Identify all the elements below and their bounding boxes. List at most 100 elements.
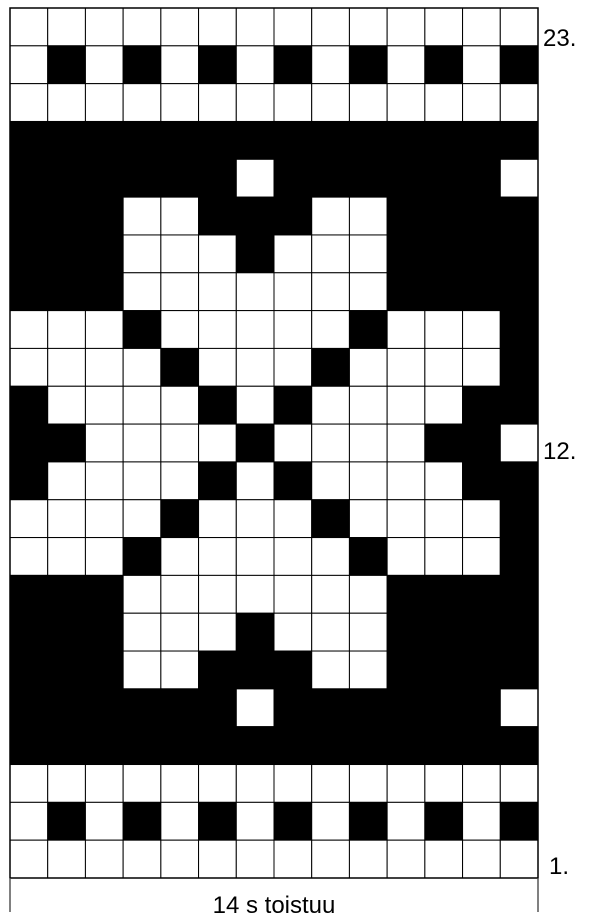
chart-cell-10-10-empty [349,500,387,538]
chart-cell-6-14-filled [500,651,538,689]
chart-cell-1-4-empty [123,840,161,878]
chart-cell-11-11-empty [387,462,425,500]
chart-cell-14-7-empty [236,348,274,386]
chart-cell-18-12-filled [425,197,463,235]
chart-cell-19-3-filled [85,159,123,197]
chart-cell-19-11-filled [387,159,425,197]
chart-cell-4-14-filled [500,727,538,765]
chart-cell-20-14-filled [500,121,538,159]
chart-cell-4-13-filled [463,727,501,765]
chart-cell-8-12-filled [425,575,463,613]
repeat-label: 14 s toistuu [213,892,336,918]
chart-cell-23-12-empty [425,8,463,46]
chart-cell-14-8-empty [274,348,312,386]
chart-cell-23-10-empty [349,8,387,46]
chart-cell-17-11-filled [387,235,425,273]
chart-cell-23-11-empty [387,8,425,46]
chart-cell-5-6-filled [199,689,237,727]
chart-cell-18-9-empty [312,197,350,235]
chart-cell-10-7-empty [236,500,274,538]
chart-cell-4-3-filled [85,727,123,765]
chart-cell-3-5-empty [161,765,199,803]
chart-cell-1-11-empty [387,840,425,878]
chart-cell-19-6-filled [199,159,237,197]
chart-cell-17-6-empty [199,235,237,273]
chart-cell-12-7-filled [236,424,274,462]
chart-cell-7-5-empty [161,613,199,651]
chart-cell-18-2-filled [48,197,86,235]
chart-cell-23-14-empty [500,8,538,46]
chart-cell-17-12-filled [425,235,463,273]
chart-cell-11-1-filled [10,462,48,500]
chart-cell-18-10-empty [349,197,387,235]
chart-cell-21-2-empty [48,84,86,122]
chart-cell-16-1-filled [10,273,48,311]
chart-cell-17-14-filled [500,235,538,273]
chart-cell-22-3-empty [85,46,123,84]
chart-cell-3-3-empty [85,765,123,803]
chart-cell-20-3-filled [85,121,123,159]
chart-cell-1-12-empty [425,840,463,878]
chart-cell-16-8-empty [274,273,312,311]
chart-cell-16-2-filled [48,273,86,311]
chart-cell-11-12-empty [425,462,463,500]
chart-cell-23-9-empty [312,8,350,46]
chart-cell-1-13-empty [463,840,501,878]
chart-cell-9-2-empty [48,538,86,576]
chart-cell-1-3-empty [85,840,123,878]
chart-cell-9-4-filled [123,538,161,576]
chart-cell-3-7-empty [236,765,274,803]
chart-cell-12-1-filled [10,424,48,462]
chart-cell-9-8-empty [274,538,312,576]
chart-cell-10-14-filled [500,500,538,538]
chart-cell-11-3-empty [85,462,123,500]
chart-cell-16-14-filled [500,273,538,311]
chart-cell-9-11-empty [387,538,425,576]
chart-cell-9-14-filled [500,538,538,576]
chart-cell-19-2-filled [48,159,86,197]
chart-cell-2-14-filled [500,802,538,840]
chart-cell-12-11-empty [387,424,425,462]
chart-cell-7-3-filled [85,613,123,651]
chart-cell-23-1-empty [10,8,48,46]
chart-cell-1-6-empty [199,840,237,878]
chart-cell-15-4-filled [123,311,161,349]
chart-cell-12-12-filled [425,424,463,462]
chart-cell-18-3-filled [85,197,123,235]
chart-cell-10-13-empty [463,500,501,538]
chart-cell-13-13-filled [463,386,501,424]
chart-cell-3-11-empty [387,765,425,803]
chart-cell-5-5-filled [161,689,199,727]
chart-cell-20-11-filled [387,121,425,159]
chart-cell-7-10-empty [349,613,387,651]
chart-cell-14-13-empty [463,348,501,386]
chart-cell-1-14-empty [500,840,538,878]
chart-cell-13-7-empty [236,386,274,424]
chart-cell-16-9-empty [312,273,350,311]
chart-cell-5-13-filled [463,689,501,727]
chart-cell-19-7-empty [236,159,274,197]
chart-cell-8-9-empty [312,575,350,613]
chart-cell-3-9-empty [312,765,350,803]
chart-cell-2-5-empty [161,802,199,840]
chart-cell-10-8-empty [274,500,312,538]
chart-cell-3-13-empty [463,765,501,803]
chart-cell-2-10-filled [349,802,387,840]
chart-cell-17-7-filled [236,235,274,273]
chart-cell-2-3-empty [85,802,123,840]
chart-cell-5-9-filled [312,689,350,727]
chart-cell-22-10-filled [349,46,387,84]
chart-cell-19-12-filled [425,159,463,197]
chart-cell-20-9-filled [312,121,350,159]
chart-cell-13-14-filled [500,386,538,424]
chart-cell-22-12-filled [425,46,463,84]
chart-cell-5-14-empty [500,689,538,727]
chart-cell-14-6-empty [199,348,237,386]
chart-cell-7-11-filled [387,613,425,651]
chart-cell-12-10-empty [349,424,387,462]
chart-cell-6-10-empty [349,651,387,689]
chart-cell-1-10-empty [349,840,387,878]
chart-cell-6-7-filled [236,651,274,689]
